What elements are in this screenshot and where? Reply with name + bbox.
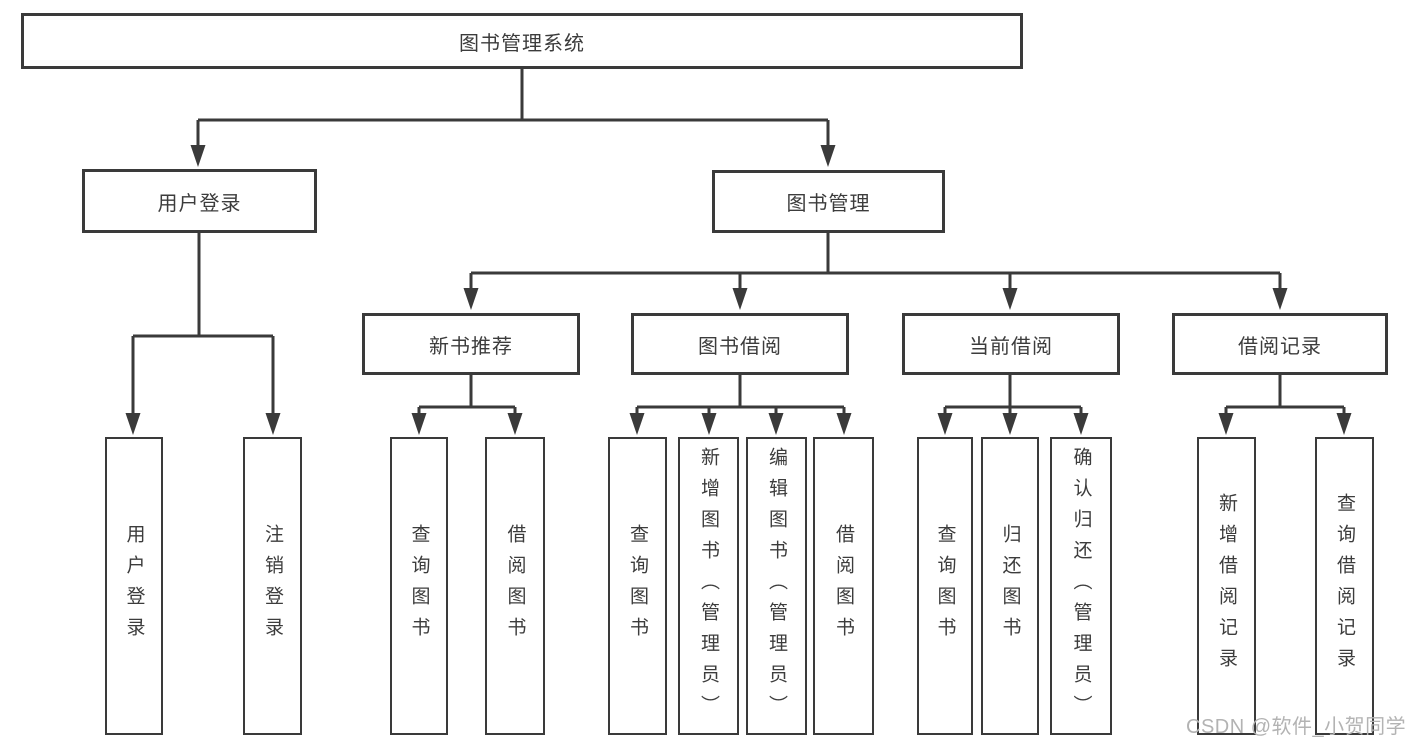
leaf-return-book-label: 归还图书 (999, 524, 1021, 648)
leaf-borrow-book: 借阅图书 (813, 437, 874, 735)
leaf-query-borrow-record: 查询借阅记录 (1315, 437, 1374, 735)
leaf-query-borrow-record-label: 查询借阅记录 (1334, 493, 1355, 679)
leaf-query-book-borrow: 查询图书 (608, 437, 667, 735)
node-root: 图书管理系统 (21, 13, 1023, 69)
leaf-query-book-current: 查询图书 (917, 437, 973, 735)
leaf-confirm-return-admin: 确认归还（管理员） (1050, 437, 1112, 735)
node-new-book-recommend: 新书推荐 (362, 313, 580, 375)
leaf-query-book-current-label: 查询图书 (934, 524, 956, 648)
csdn-watermark: CSDN @软件_小贺同学 (1186, 716, 1405, 738)
leaf-borrow-book-recommend-label: 借阅图书 (504, 524, 526, 648)
leaf-logout-label: 注销登录 (262, 524, 283, 648)
tree-edges (131, 69, 1346, 416)
leaf-query-book-recommend: 查询图书 (390, 437, 448, 735)
leaf-add-book-admin: 新增图书（管理员） (678, 437, 739, 735)
leaf-borrow-book-recommend: 借阅图书 (485, 437, 545, 735)
leaf-query-book-borrow-label: 查询图书 (627, 524, 648, 648)
leaf-add-borrow-record: 新增借阅记录 (1197, 437, 1256, 735)
node-book-management: 图书管理 (712, 170, 945, 233)
leaf-user-login-label: 用户登录 (123, 524, 145, 648)
leaf-return-book: 归还图书 (981, 437, 1039, 735)
arrowhead-icon (125, 145, 1352, 435)
node-book-borrow: 图书借阅 (631, 313, 849, 375)
node-current-borrow: 当前借阅 (902, 313, 1120, 375)
leaf-query-book-recommend-label: 查询图书 (408, 524, 430, 648)
leaf-add-book-admin-label: 新增图书（管理员） (698, 446, 719, 726)
node-user-login: 用户登录 (82, 169, 317, 233)
leaf-logout: 注销登录 (243, 437, 302, 735)
leaf-confirm-return-admin-label: 确认归还（管理员） (1070, 446, 1092, 726)
leaf-user-login: 用户登录 (105, 437, 163, 735)
leaf-add-borrow-record-label: 新增借阅记录 (1216, 493, 1237, 679)
leaf-borrow-book-label: 借阅图书 (833, 524, 854, 648)
leaf-edit-book-admin-label: 编辑图书（管理员） (766, 446, 787, 726)
leaf-edit-book-admin: 编辑图书（管理员） (746, 437, 807, 735)
node-borrow-records: 借阅记录 (1172, 313, 1388, 375)
